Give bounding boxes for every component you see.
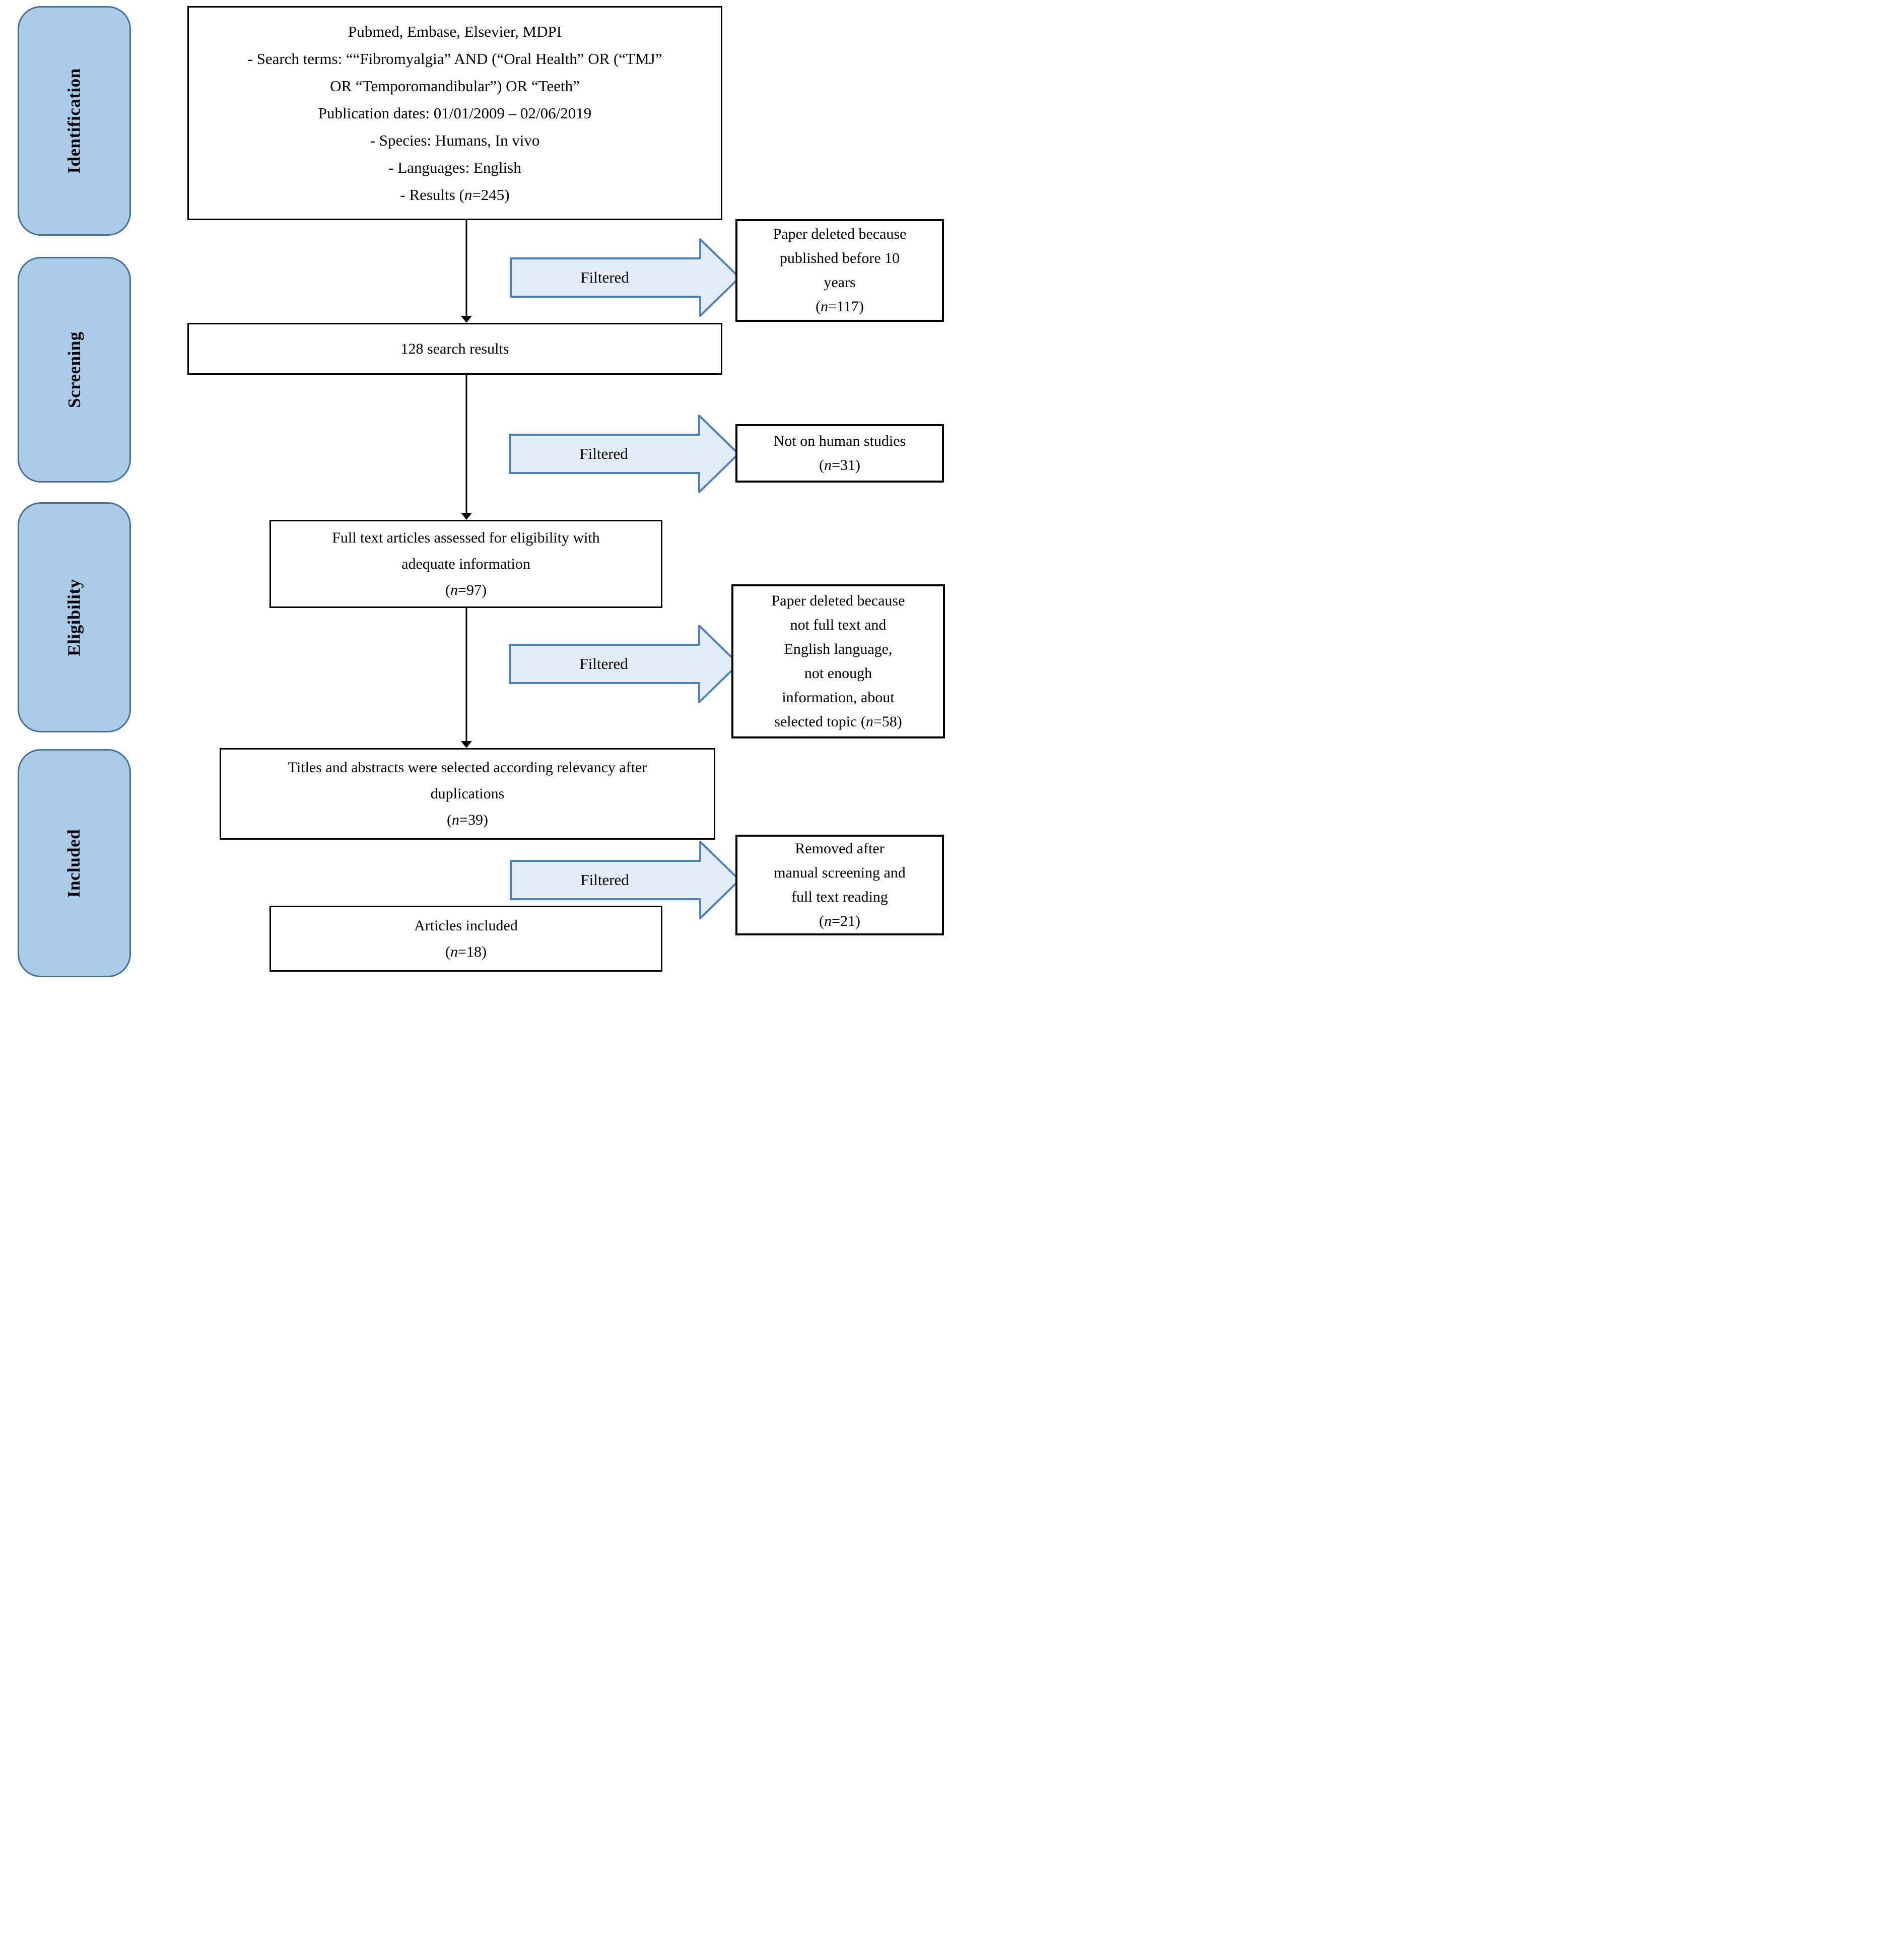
text-line: published before 10 (779, 250, 900, 266)
text-line: English language, (784, 641, 893, 657)
stage-label-screening: Screening (64, 331, 84, 408)
search-results-box: 128 search results (187, 323, 722, 375)
text-line: (n=18) (445, 943, 487, 960)
stage-box-included: Included (18, 749, 131, 977)
text-line: (n=39) (447, 812, 488, 828)
text-line: Pubmed, Embase, Elsevier, MDPI (348, 22, 562, 40)
connector-line (465, 375, 467, 513)
text-line: full text reading (791, 889, 888, 905)
text-line: not full text and (790, 617, 887, 633)
filtered-arrow-3: Filtered (509, 624, 740, 704)
right-arrow-icon (509, 415, 739, 493)
right-arrow-icon (510, 841, 740, 919)
removed-after-screening-box: Removed after manual screening and full … (735, 835, 944, 935)
search-strategy-box: Pubmed, Embase, Elsevier, MDPI - Search … (187, 6, 722, 220)
text-line: years (824, 274, 856, 291)
text-line: duplications (430, 785, 505, 802)
fulltext-eligibility-box: Full text articles assessed for eligibil… (269, 520, 662, 608)
right-arrow-icon (509, 625, 739, 703)
text-line: - Results (n=245) (400, 185, 510, 204)
text-line: - Search terms: ““Fibromyalgia” AND (“Or… (247, 49, 662, 67)
text-line: Paper deleted because (771, 592, 905, 609)
stage-box-screening: Screening (18, 257, 131, 483)
articles-included-box: Articles included (n=18) (269, 906, 662, 972)
excluded-before-10-years-box: Paper deleted because published before 1… (735, 219, 944, 322)
text-line: manual screening and (774, 864, 906, 881)
text-line: - Species: Humans, In vivo (370, 131, 540, 149)
text-line: Paper deleted because (773, 226, 907, 242)
text-line: not enough (804, 665, 872, 682)
right-arrow-icon (510, 238, 740, 317)
excluded-not-fulltext-box: Paper deleted because not full text and … (731, 584, 945, 738)
text-line: selected topic (n=58) (774, 713, 902, 730)
text-line: (n=21) (819, 913, 860, 929)
prisma-flow-diagram: Identification Screening Eligibility Inc… (0, 0, 949, 980)
flow-connector-1 (460, 220, 472, 323)
down-arrowhead-icon (461, 316, 472, 323)
text-line: 128 search results (400, 340, 509, 357)
text-line: (n=97) (445, 581, 487, 598)
filtered-arrow-2: Filtered (509, 414, 740, 494)
down-arrowhead-icon (461, 513, 472, 520)
text-line: Articles included (414, 917, 518, 934)
titles-abstracts-box: Titles and abstracts were selected accor… (220, 748, 715, 840)
text-line: adequate information (401, 555, 530, 572)
filtered-arrow-1: Filtered (510, 238, 741, 317)
filtered-arrow-4: Filtered (510, 840, 741, 920)
filtered-label: Filtered (580, 870, 629, 889)
excluded-not-human-box: Not on human studies (n=31) (735, 424, 944, 483)
flow-connector-3 (460, 608, 472, 748)
connector-line (465, 608, 467, 741)
text-line: information, about (782, 689, 895, 706)
connector-line (465, 220, 467, 316)
text-line: (n=31) (819, 457, 860, 474)
text-line: Not on human studies (773, 433, 906, 449)
stage-box-identification: Identification (18, 6, 131, 236)
text-line: - Languages: English (388, 158, 521, 176)
text-line: Full text articles assessed for eligibil… (332, 529, 600, 546)
stage-label-identification: Identification (64, 68, 84, 174)
text-line: Publication dates: 01/01/2009 – 02/06/20… (318, 104, 592, 122)
stage-box-eligibility: Eligibility (18, 502, 131, 732)
text-line: (n=117) (816, 298, 864, 315)
text-line: Titles and abstracts were selected accor… (288, 759, 647, 776)
flow-connector-2 (460, 375, 472, 520)
filtered-label: Filtered (579, 654, 628, 672)
stage-label-included: Included (64, 829, 84, 898)
filtered-label: Filtered (579, 444, 628, 462)
filtered-label: Filtered (580, 268, 629, 286)
text-line: OR “Temporomandibular”) OR “Teeth” (330, 77, 580, 95)
stage-label-eligibility: Eligibility (64, 578, 84, 656)
down-arrowhead-icon (461, 741, 472, 748)
text-line: Removed after (795, 840, 885, 857)
